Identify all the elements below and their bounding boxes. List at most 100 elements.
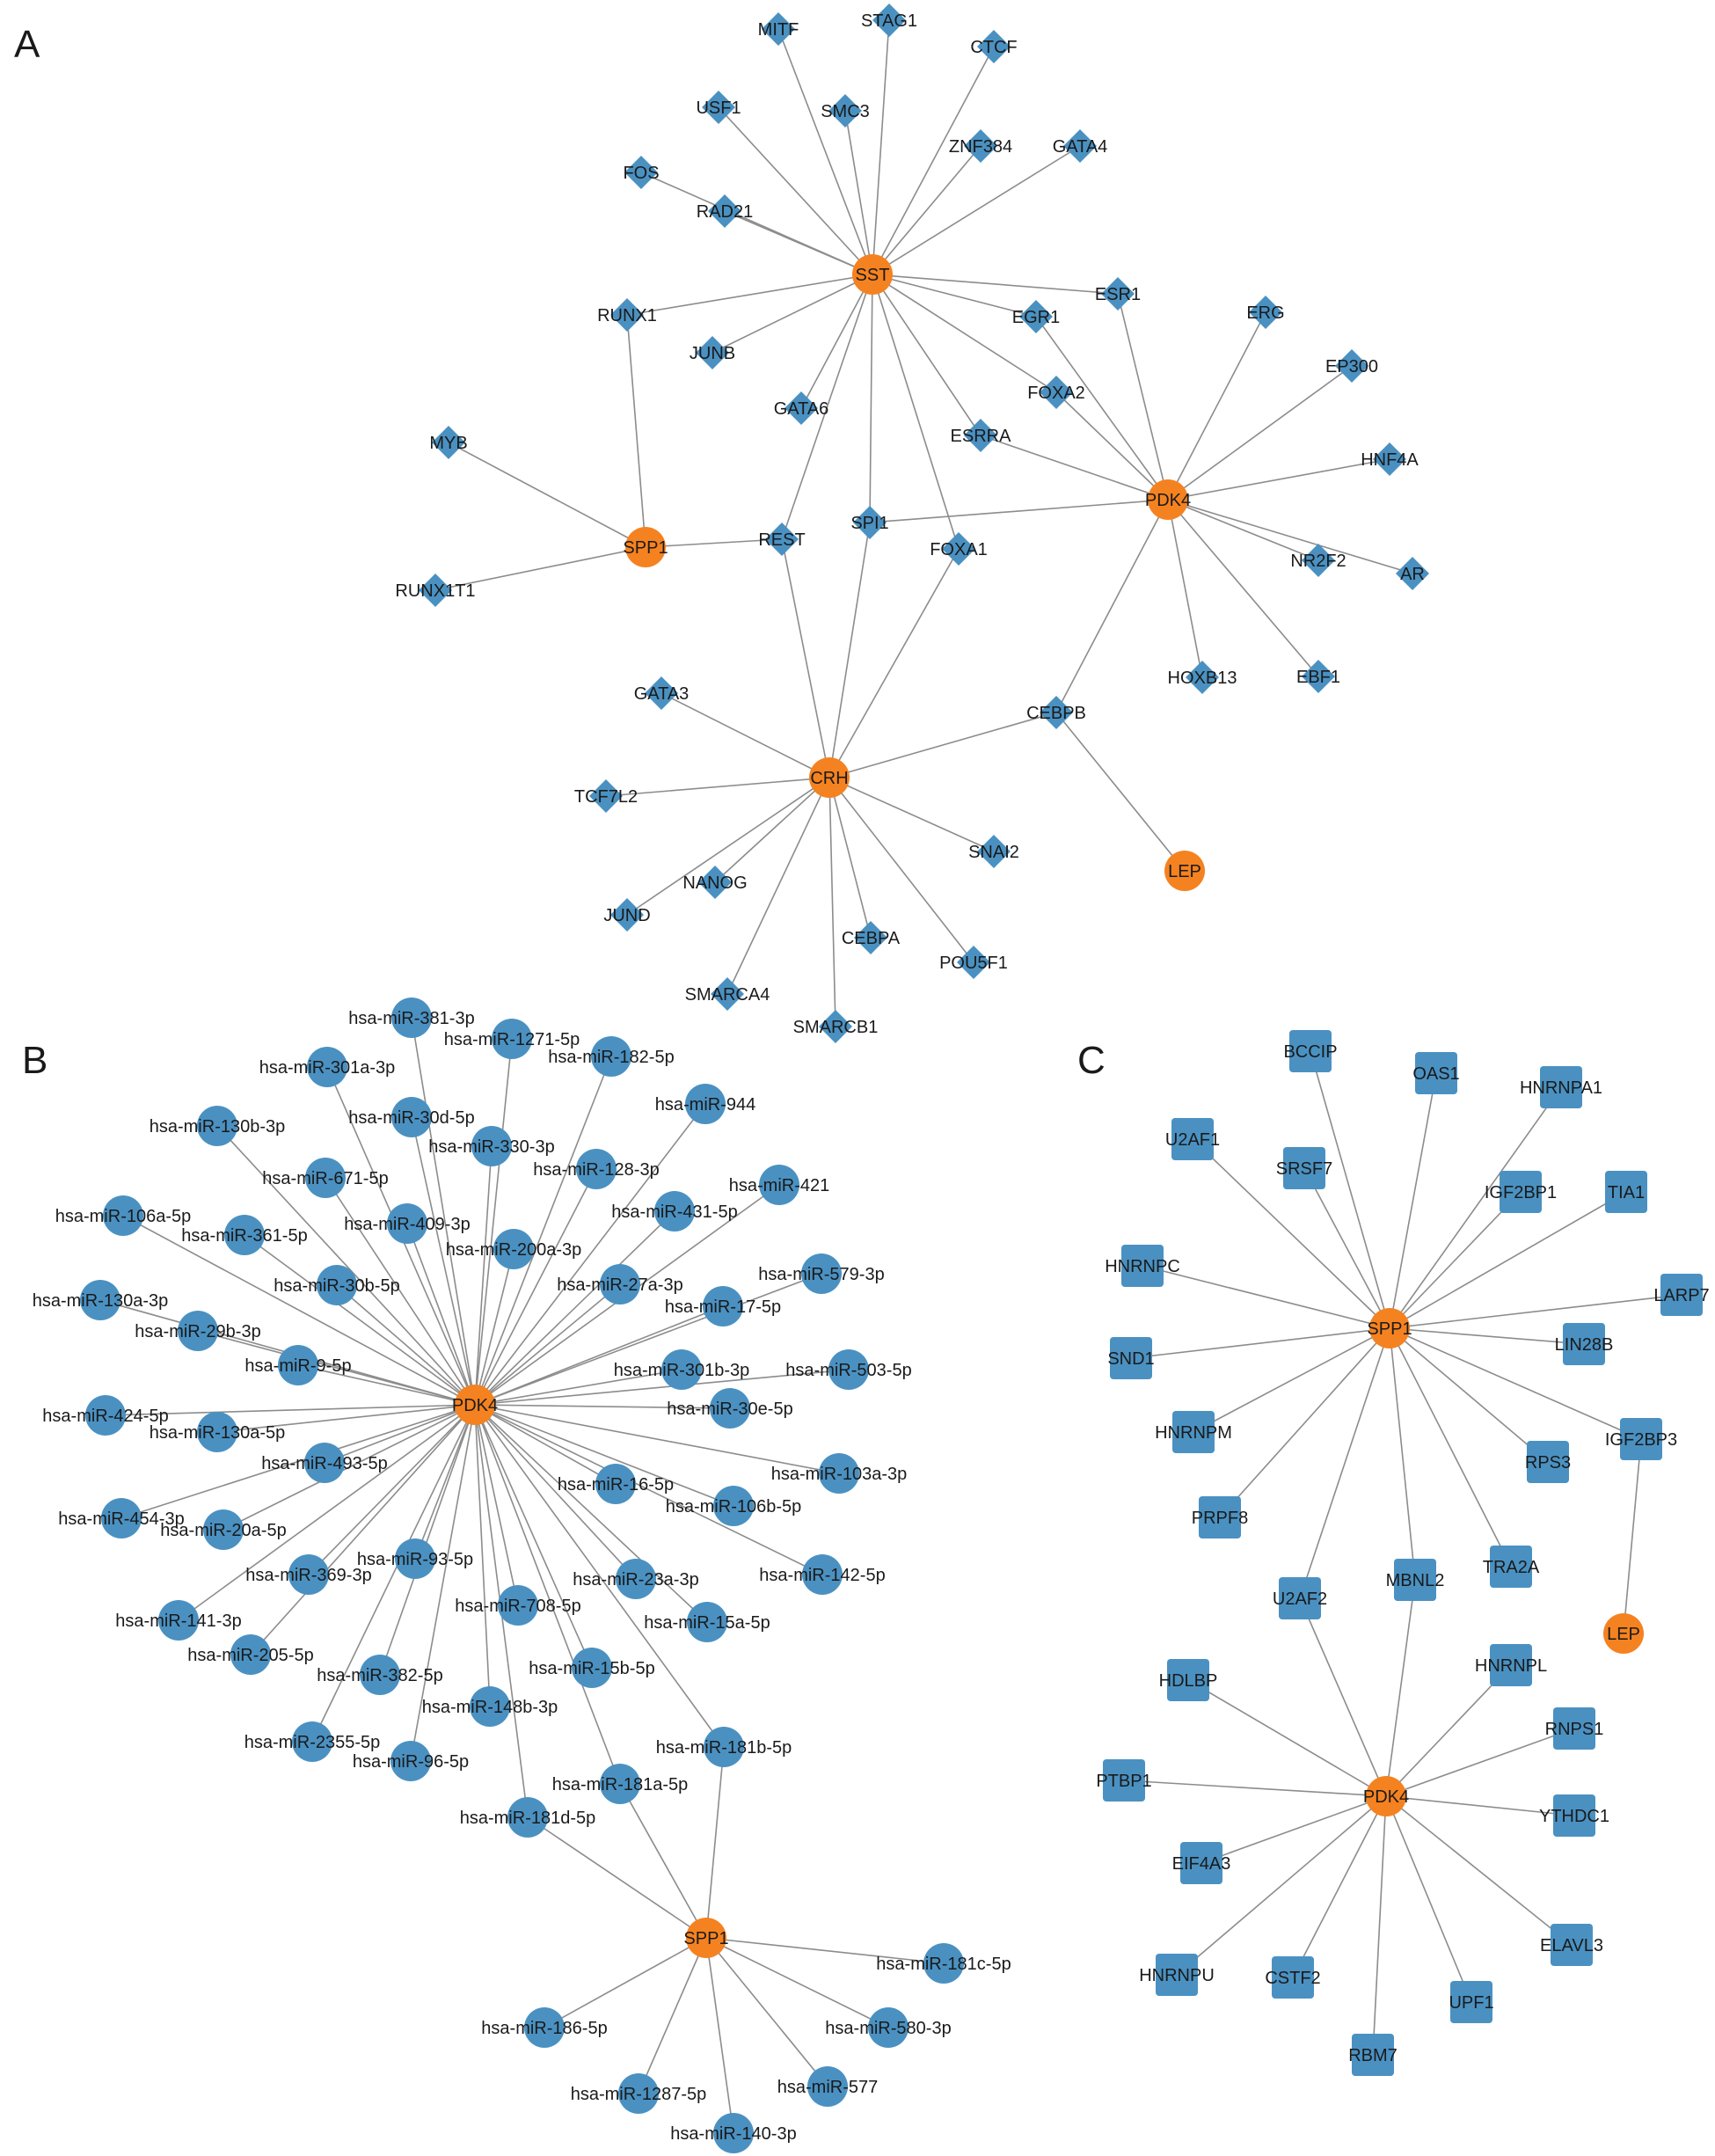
edge-pdk4-u2af2: [1299, 1597, 1387, 1797]
node-label-usf1: USF1: [696, 99, 741, 118]
node-hsa-mir-181b-5p: [704, 1727, 744, 1767]
node-hsa-mir-30b-5p: [317, 1265, 357, 1305]
edge-pdk4-hsa-mir-503-5p: [474, 1369, 850, 1406]
node-label-hsa-mir-15b-5p: hsa-miR-15b-5p: [529, 1659, 654, 1678]
node-label-hsa-mir-361-5p: hsa-miR-361-5p: [181, 1226, 307, 1246]
node-label-hsa-mir-301b-3p: hsa-miR-301b-3p: [614, 1361, 750, 1380]
edge-pdk4-nr2f2: [1167, 499, 1319, 561]
edge-sst-egr1: [872, 274, 1037, 318]
edge-crh-cebpa: [828, 777, 872, 939]
node-label-rbm7: RBM7: [1348, 2046, 1398, 2065]
node-label-hsa-mir-15a-5p: hsa-miR-15a-5p: [644, 1613, 770, 1633]
node-hsa-mir-9-5p: [278, 1345, 318, 1385]
node-label-tra2a: TRA2A: [1483, 1558, 1540, 1577]
node-gata6: [785, 391, 818, 425]
node-hsa-mir-15b-5p: [572, 1648, 612, 1688]
node-label-hsa-mir-9-5p: hsa-miR-9-5p: [244, 1356, 351, 1376]
edge-pdk4-hsa-mir-30d-5p: [411, 1116, 476, 1406]
node-larp7: [1660, 1274, 1703, 1316]
node-hsa-mir-2355-5p: [292, 1721, 332, 1762]
edge-pdk4-hsa-mir-361-5p: [244, 1234, 476, 1406]
node-label-hsa-mir-671-5p: hsa-miR-671-5p: [262, 1169, 388, 1188]
edge-pdk4-hsa-mir-381-3p: [411, 1017, 476, 1406]
node-upf1: [1450, 1981, 1492, 2023]
node-label-junb: JUNB: [690, 344, 735, 363]
node-hsa-mir-301b-3p: [661, 1349, 702, 1390]
edge-spp1-hsa-mir-1287-5p: [638, 1937, 707, 2094]
edge-sst-junb: [712, 274, 873, 354]
node-hsa-mir-1271-5p: [492, 1019, 532, 1059]
node-hoxb13: [1186, 661, 1219, 694]
edge-spp1-snd1: [1130, 1327, 1390, 1359]
edge-spp1-prpf8: [1219, 1327, 1390, 1518]
node-label-pdk4: PDK4: [452, 1396, 498, 1415]
node-hsa-mir-369-3p: [288, 1554, 329, 1595]
node-label-upf1: UPF1: [1449, 1993, 1493, 2013]
node-label-hsa-mir-141-3p: hsa-miR-141-3p: [115, 1612, 241, 1631]
node-hsa-mir-148b-3p: [470, 1686, 510, 1727]
node-label-hdlbp: HDLBP: [1159, 1671, 1218, 1691]
node-label-hsa-mir-200a-3p: hsa-miR-200a-3p: [446, 1240, 582, 1260]
edge-lep-igf2bp3: [1623, 1438, 1642, 1634]
node-junb: [696, 336, 729, 369]
edge-pdk4-hsa-mir-181b-5p: [474, 1404, 725, 1748]
node-label-hsa-mir-130a-3p: hsa-miR-130a-3p: [33, 1291, 169, 1311]
node-foxa1: [942, 532, 975, 566]
edge-pdk4-rnps1: [1385, 1728, 1575, 1797]
node-label-hnf4a: HNF4A: [1361, 450, 1419, 470]
node-label-fos: FOS: [623, 164, 659, 183]
node-hsa-mir-577: [807, 2066, 848, 2107]
node-label-nanog: NANOG: [682, 873, 747, 893]
node-hsa-mir-708-5p: [498, 1585, 538, 1626]
edge-spp1-u2af1: [1192, 1138, 1390, 1329]
node-label-ebf1: EBF1: [1296, 668, 1340, 687]
edge-spp1-igf2bp1: [1389, 1191, 1522, 1329]
node-hsa-mir-186-5p: [524, 2007, 565, 2048]
node-label-cebpb: CEBPB: [1026, 704, 1086, 723]
node-u2af1: [1171, 1118, 1214, 1160]
node-label-hsa-mir-130b-3p: hsa-miR-130b-3p: [150, 1117, 286, 1136]
edge-pdk4-rbm7: [1372, 1795, 1387, 2056]
edge-pdk4-hsa-mir-141-3p: [178, 1404, 476, 1621]
edge-pdk4-hsa-mir-200a-3p: [474, 1248, 514, 1406]
node-label-znf384: ZNF384: [949, 137, 1012, 157]
edge-pdk4-hsa-mir-330-3p: [474, 1145, 493, 1406]
edge-spp1-hsa-mir-140-3p: [705, 1937, 734, 2134]
edge-pdk4-eif4a3: [1200, 1795, 1387, 1864]
node-smc3: [828, 94, 862, 128]
node-label-smc3: SMC3: [821, 102, 870, 121]
node-label-spp1: SPP1: [623, 538, 668, 558]
node-label-hsa-mir-30d-5p: hsa-miR-30d-5p: [348, 1108, 474, 1128]
edge-sst-smc3: [844, 110, 873, 275]
label-group: hsa-miR-381-3phsa-miR-1271-5phsa-miR-182…: [33, 1009, 1011, 2144]
node-hnrnpm: [1172, 1411, 1215, 1453]
node-label-hnrnpu: HNRNPU: [1139, 1966, 1215, 1985]
edge-spp1-larp7: [1389, 1294, 1682, 1329]
node-label-pou5f1: POU5F1: [939, 954, 1008, 973]
node-elavl3: [1551, 1924, 1593, 1966]
edge-pdk4-hsa-mir-205-5p: [250, 1404, 476, 1655]
node-label-hsa-mir-182-5p: hsa-miR-182-5p: [548, 1048, 674, 1067]
edge-pdk4-elavl3: [1385, 1795, 1573, 1946]
edge-sst-ctcf: [872, 46, 995, 275]
edge-pdk4-hsa-mir-142-5p: [474, 1404, 823, 1575]
node-group: [1103, 1030, 1703, 2076]
edge-pdk4-hsa-mir-579-3p: [474, 1273, 822, 1406]
node-tia1: [1605, 1171, 1647, 1213]
edge-pdk4-mbnl2: [1385, 1579, 1416, 1797]
node-ar: [1396, 557, 1429, 590]
node-label-mitf: MITF: [758, 20, 799, 40]
edge-pdk4-hsa-mir-130b-3p: [216, 1125, 476, 1406]
edge-crh-pou5f1: [828, 777, 974, 963]
edge-pdk4-ebf1: [1167, 499, 1319, 677]
node-hsa-mir-671-5p: [305, 1158, 346, 1198]
node-hsa-mir-30e-5p: [710, 1388, 750, 1429]
node-label-hsa-mir-142-5p: hsa-miR-142-5p: [759, 1566, 885, 1585]
node-hsa-mir-409-3p: [387, 1203, 427, 1244]
node-hnrnpu: [1156, 1954, 1198, 1996]
